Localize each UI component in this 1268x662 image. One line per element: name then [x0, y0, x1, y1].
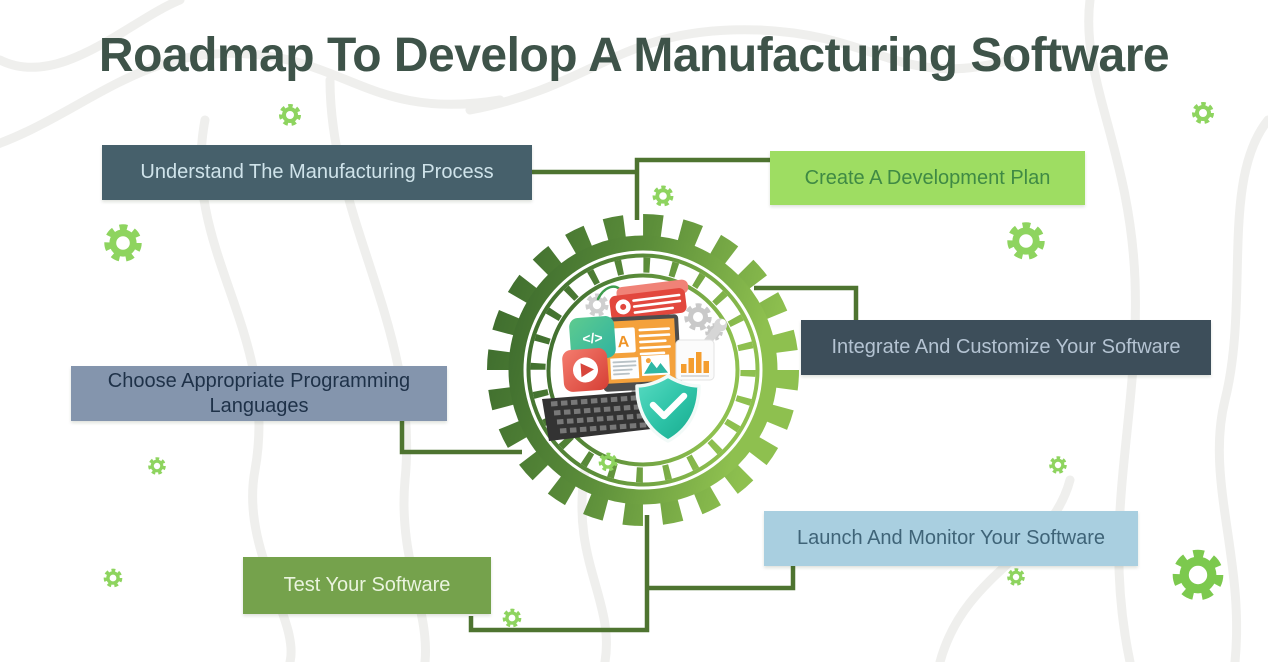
- step-integrate-label: Integrate And Customize Your Software: [831, 336, 1181, 358]
- decorative-gear-icon: [1052, 459, 1065, 472]
- step-choose-label: Choose Appropriate Programming Languages: [107, 369, 411, 417]
- connector-test: [468, 515, 650, 633]
- connector-choose: [399, 419, 522, 455]
- decorative-gear-icon: [1195, 105, 1211, 121]
- screen-letter: A: [617, 334, 630, 352]
- software-illustration: A </>: [542, 279, 728, 443]
- decorative-gear-icon: [1010, 571, 1023, 584]
- decorative-gear-icon: [282, 107, 298, 123]
- code-badge-text: </>: [582, 329, 603, 346]
- connector-integrate: [754, 285, 859, 321]
- step-choose-box: Choose Appropriate Programming Languages: [71, 366, 447, 421]
- step-integrate-box: Integrate And Customize Your Software: [801, 320, 1211, 375]
- decorative-gear-icon: [1180, 557, 1217, 594]
- decorative-gear-icon: [601, 455, 615, 469]
- step-launch-box: Launch And Monitor Your Software: [764, 511, 1138, 566]
- notification-card-icon: [609, 279, 689, 321]
- shield-check-icon: [635, 374, 701, 443]
- play-badge-icon: [562, 348, 609, 392]
- decorative-gear-icon: [109, 229, 136, 256]
- step-understand-label: Understand The Manufacturing Process: [140, 161, 494, 183]
- decorative-gear-icon: [1012, 227, 1039, 254]
- decorative-gear-icon: [106, 571, 120, 585]
- decorative-gear-icon: [505, 611, 519, 625]
- step-create-label: Create A Development Plan: [804, 166, 1051, 189]
- decorative-gear-icon: [655, 188, 670, 203]
- central-gear-icon: [487, 214, 799, 526]
- keyboard-icon: [542, 391, 660, 441]
- monitor-icon: A: [600, 314, 682, 411]
- bar-chart-icon: [675, 339, 715, 381]
- decorative-gear-icon: [151, 460, 164, 473]
- infographic-title: Roadmap To Develop A Manufacturing Softw…: [98, 29, 1170, 82]
- step-launch-label: Launch And Monitor Your Software: [797, 527, 1105, 549]
- connector-lines: [399, 157, 859, 633]
- connector-understand-create: [532, 157, 770, 220]
- step-test-box: Test Your Software: [243, 557, 491, 614]
- step-create-box: Create A Development Plan: [770, 151, 1085, 205]
- step-test-label: Test Your Software: [283, 574, 451, 596]
- connector-launch: [647, 565, 796, 591]
- step-understand-box: Understand The Manufacturing Process: [102, 145, 532, 200]
- code-badge-icon: </>: [569, 316, 616, 360]
